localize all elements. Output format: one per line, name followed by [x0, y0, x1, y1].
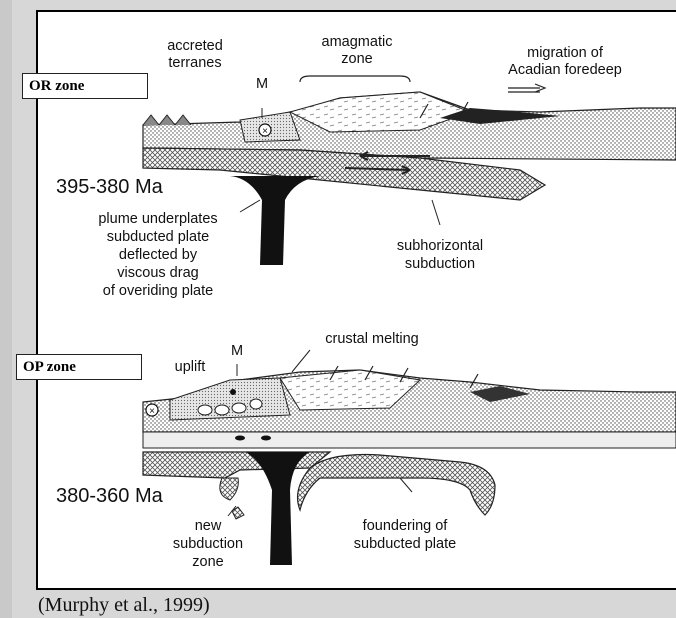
label-plume-4: viscous drag: [117, 265, 198, 281]
label-plume-1: plume underplates: [98, 211, 217, 227]
svg-text:×: ×: [149, 406, 155, 417]
label-migration-1: migration of: [527, 45, 604, 61]
age-bottom: 380-360 Ma: [56, 485, 164, 507]
label-crustal: crustal melting: [325, 331, 418, 347]
zone-label-bottom: OP zone: [16, 354, 142, 380]
label-plume-3: deflected by: [119, 247, 198, 263]
flat-slab-band: [143, 432, 676, 448]
label-plume-5: of overiding plate: [103, 283, 213, 299]
foundering-slab: [298, 455, 495, 515]
plume: [230, 176, 320, 265]
age-top: 395-380 Ma: [56, 176, 164, 198]
label-amagmatic-1: amagmatic: [322, 34, 393, 50]
label-migration-2: Acadian foredeep: [508, 62, 622, 78]
accreted-terranes-shape: [143, 115, 191, 125]
top-cross-section: ×: [143, 76, 676, 265]
label-new-1: new: [195, 518, 222, 534]
label-m-top: M: [256, 76, 268, 92]
zone-label-top: OR zone: [22, 73, 148, 99]
label-founder-1: foundering of: [363, 518, 449, 534]
label-subhoriz-1: subhorizontal: [397, 238, 483, 254]
label-amagmatic-2: zone: [341, 51, 372, 67]
label-new-3: zone: [192, 554, 223, 570]
label-uplift: uplift: [175, 359, 206, 375]
svg-text:×: ×: [262, 126, 268, 137]
label-founder-2: subducted plate: [354, 536, 456, 552]
m-body-2: [170, 378, 290, 420]
migration-arrow: [508, 84, 545, 92]
label-accreted-2: terranes: [168, 55, 221, 71]
label-new-2: subduction: [173, 536, 243, 552]
citation-caption: (Murphy et al., 1999): [38, 594, 210, 617]
label-plume-2: subducted plate: [107, 229, 209, 245]
new-subduction: [220, 478, 239, 500]
label-accreted-1: accreted: [167, 38, 223, 54]
label-subhoriz-2: subduction: [405, 256, 475, 272]
label-m-bottom: M: [231, 343, 243, 359]
